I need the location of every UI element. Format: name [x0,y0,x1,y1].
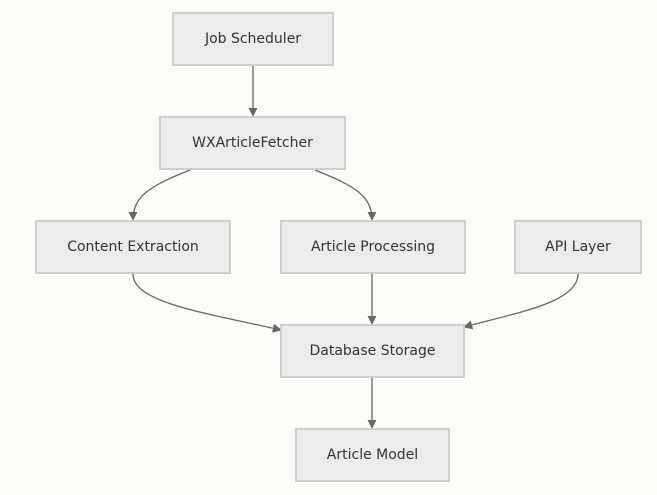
node-label: Content Extraction [67,239,199,255]
edge-wx-article-fetcher-to-content-extraction [128,169,191,221]
edge-wx-article-fetcher-to-article-processing [314,169,377,221]
node-content-extraction: Content Extraction [35,220,231,274]
edge-api-layer-to-database-storage [463,273,579,330]
node-label: WXArticleFetcher [192,135,313,151]
edge-content-extraction-to-database-storage [132,273,282,333]
node-label: Article Model [326,447,419,463]
node-wx-article-fetcher: WXArticleFetcher [159,116,346,170]
node-job-scheduler: Job Scheduler [172,12,334,66]
node-article-processing: Article Processing [280,220,466,274]
node-article-model: Article Model [295,428,450,482]
node-database-storage: Database Storage [280,324,465,378]
node-label: API Layer [545,239,611,255]
node-label: Job Scheduler [204,31,302,47]
node-label: Database Storage [309,343,436,359]
node-label: Article Processing [310,239,436,255]
node-api-layer: API Layer [514,220,642,274]
